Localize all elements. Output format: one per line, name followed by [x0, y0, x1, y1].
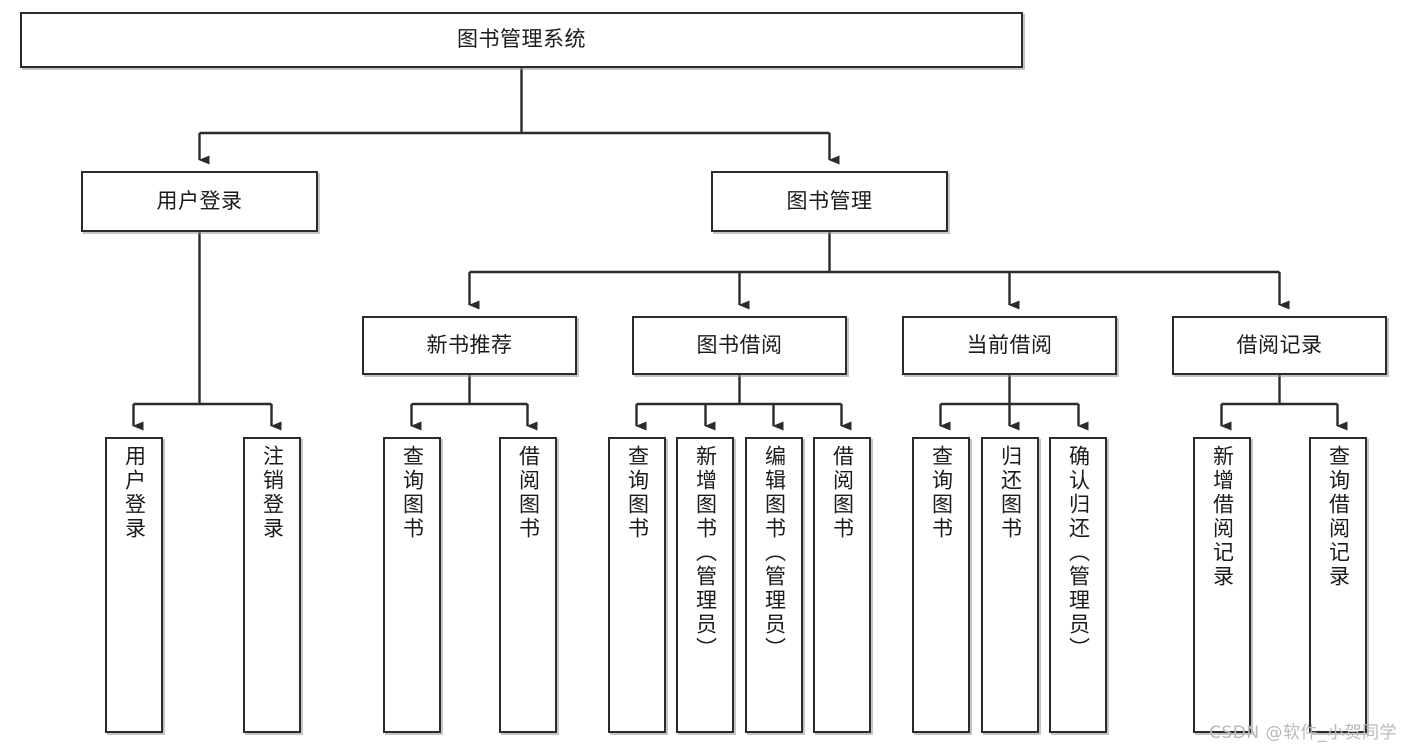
node-root-book-management-system[interactable]: 图书管理系统 — [20, 12, 1023, 68]
leaf-user-login-logout[interactable]: 注销登录 — [243, 437, 301, 733]
node-book-management[interactable]: 图书管理 — [711, 171, 948, 232]
node-label: 借阅记录 — [1236, 332, 1323, 357]
node-label: 借阅图书 — [516, 445, 541, 541]
node-new-book-recommend[interactable]: 新书推荐 — [362, 316, 577, 375]
node-label: 图书管理系统 — [457, 27, 586, 52]
node-label: 查询图书 — [929, 445, 954, 541]
leaf-book-borrow-add-book-admin[interactable]: 新增图书（管理员） — [676, 437, 734, 733]
node-label: 新增借阅记录 — [1210, 445, 1235, 589]
leaf-current-borrow-confirm-return-admin[interactable]: 确认归还（管理员） — [1049, 437, 1107, 733]
node-label: 归还图书 — [998, 445, 1023, 541]
node-label: 当前借阅 — [966, 332, 1053, 357]
node-label: 用户登录 — [122, 445, 147, 541]
leaf-user-login-login[interactable]: 用户登录 — [105, 437, 163, 733]
node-label: 新书推荐 — [426, 332, 513, 357]
leaf-borrow-record-add-record[interactable]: 新增借阅记录 — [1193, 437, 1251, 733]
node-label: 新增图书（管理员） — [693, 445, 718, 661]
node-book-borrow[interactable]: 图书借阅 — [632, 316, 847, 375]
node-label: 图书借阅 — [696, 332, 783, 357]
node-borrow-record[interactable]: 借阅记录 — [1172, 316, 1387, 375]
leaf-new-book-borrow-books[interactable]: 借阅图书 — [499, 437, 557, 733]
node-current-borrow[interactable]: 当前借阅 — [902, 316, 1117, 375]
leaf-borrow-record-query-record[interactable]: 查询借阅记录 — [1309, 437, 1367, 733]
node-label: 图书管理 — [786, 188, 873, 213]
node-label: 查询图书 — [400, 445, 425, 541]
node-label: 查询图书 — [625, 445, 650, 541]
node-label: 用户登录 — [156, 188, 243, 213]
leaf-book-borrow-edit-book-admin[interactable]: 编辑图书（管理员） — [745, 437, 803, 733]
node-label: 确认归还（管理员） — [1066, 445, 1091, 661]
node-user-login[interactable]: 用户登录 — [81, 171, 318, 232]
node-label: 借阅图书 — [830, 445, 855, 541]
node-label: 编辑图书（管理员） — [762, 445, 787, 661]
leaf-book-borrow-borrow-books[interactable]: 借阅图书 — [813, 437, 871, 733]
leaf-current-borrow-query-books[interactable]: 查询图书 — [912, 437, 970, 733]
leaf-current-borrow-return-books[interactable]: 归还图书 — [981, 437, 1039, 733]
leaf-new-book-query-books[interactable]: 查询图书 — [383, 437, 441, 733]
leaf-book-borrow-query-books[interactable]: 查询图书 — [608, 437, 666, 733]
node-label: 查询借阅记录 — [1326, 445, 1351, 589]
watermark: CSDN @软件_小贺同学 — [1209, 723, 1397, 743]
node-label: 注销登录 — [260, 445, 285, 541]
